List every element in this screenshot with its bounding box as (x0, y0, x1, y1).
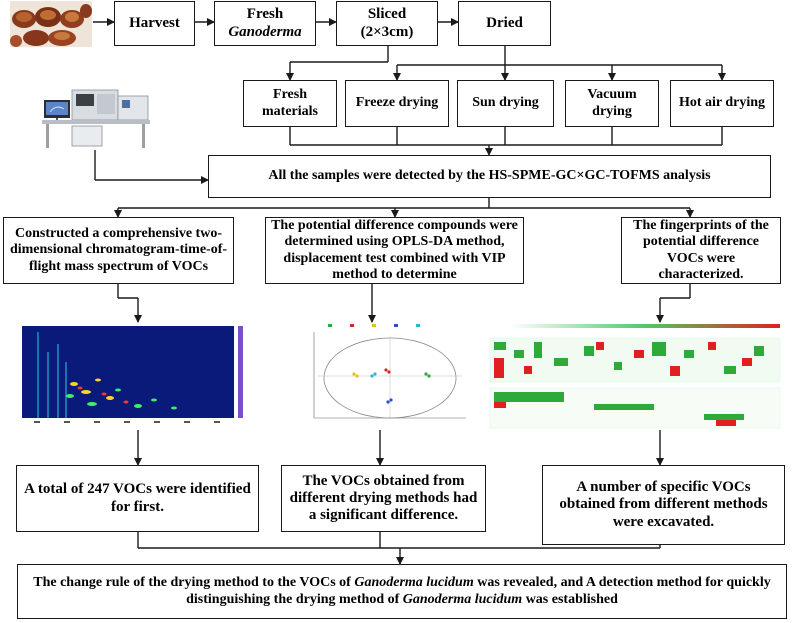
ganoderma-lucidum-term: Ganoderma lucidum (354, 575, 474, 591)
vacuum-drying-box: Vacuum drying (565, 80, 659, 127)
fresh-ganoderma-box: Fresh Ganoderma (214, 1, 316, 46)
oplsda-step-box: The potential difference compounds were … (265, 217, 524, 284)
sliced-box: Sliced (2×3cm) (336, 1, 438, 46)
sun-drying-label: Sun drying (472, 95, 539, 111)
freeze-drying-label: Freeze drying (355, 95, 439, 111)
gc-instrument-picture (42, 82, 154, 150)
chromatogram-step-box: Constructed a comprehensive two-dimensio… (3, 217, 234, 284)
fresh-materials-box: Fresh materials (243, 80, 337, 127)
total-vocs-result-box: A total of 247 VOCs were identified for … (16, 465, 259, 532)
sliced-label: Sliced (367, 6, 407, 23)
significant-difference-result-box: The VOCs obtained from different drying … (281, 465, 486, 532)
conclusion-text: The change rule of the drying method to … (33, 575, 771, 607)
specific-vocs-result-label: A number of specific VOCs obtained from … (559, 479, 768, 530)
specific-vocs-result-box: A number of specific VOCs obtained from … (542, 465, 785, 545)
harvest-box: Harvest (114, 1, 195, 46)
fresh-label: Fresh (246, 6, 284, 23)
freeze-drying-box: Freeze drying (345, 80, 449, 127)
analysis-box: All the samples were detected by the HS-… (208, 155, 771, 198)
dried-label: Dried (486, 14, 523, 31)
significant-difference-result-label: The VOCs obtained from different drying … (289, 472, 478, 524)
oplsda-step-label: The potential difference compounds were … (271, 218, 518, 282)
hot-air-drying-box: Hot air drying (670, 80, 774, 127)
fresh-materials-line2: materials (262, 103, 318, 119)
total-vocs-result-label: A total of 247 VOCs were identified for … (24, 481, 251, 515)
harvest-label: Harvest (129, 14, 180, 31)
conclusion-box: The change rule of the drying method to … (17, 564, 787, 619)
sun-drying-box: Sun drying (457, 80, 554, 127)
ganoderma-label: Ganoderma (228, 23, 302, 40)
ganoderma-photo (10, 1, 92, 47)
chromatogram-picture (14, 322, 248, 430)
fingerprint-step-box: The fingerprints of the potential differ… (621, 217, 781, 284)
fingerprint-heatmap-picture (484, 322, 786, 430)
ganoderma-lucidum-term-2: Ganoderma lucidum (402, 591, 523, 607)
oplsda-score-plot-picture (296, 322, 470, 430)
chromatogram-step-label: Constructed a comprehensive two-dimensio… (9, 226, 228, 274)
sliced-size-label: (2×3cm) (360, 23, 414, 40)
fresh-materials-line1: Fresh (273, 87, 307, 103)
vacuum-line1: Vacuum (587, 87, 637, 103)
vacuum-line2: drying (592, 103, 632, 119)
dried-box: Dried (458, 1, 551, 46)
hot-air-drying-label: Hot air drying (678, 95, 766, 111)
fingerprint-step-label: The fingerprints of the potential differ… (633, 218, 769, 282)
analysis-label: All the samples were detected by the HS-… (268, 168, 711, 184)
